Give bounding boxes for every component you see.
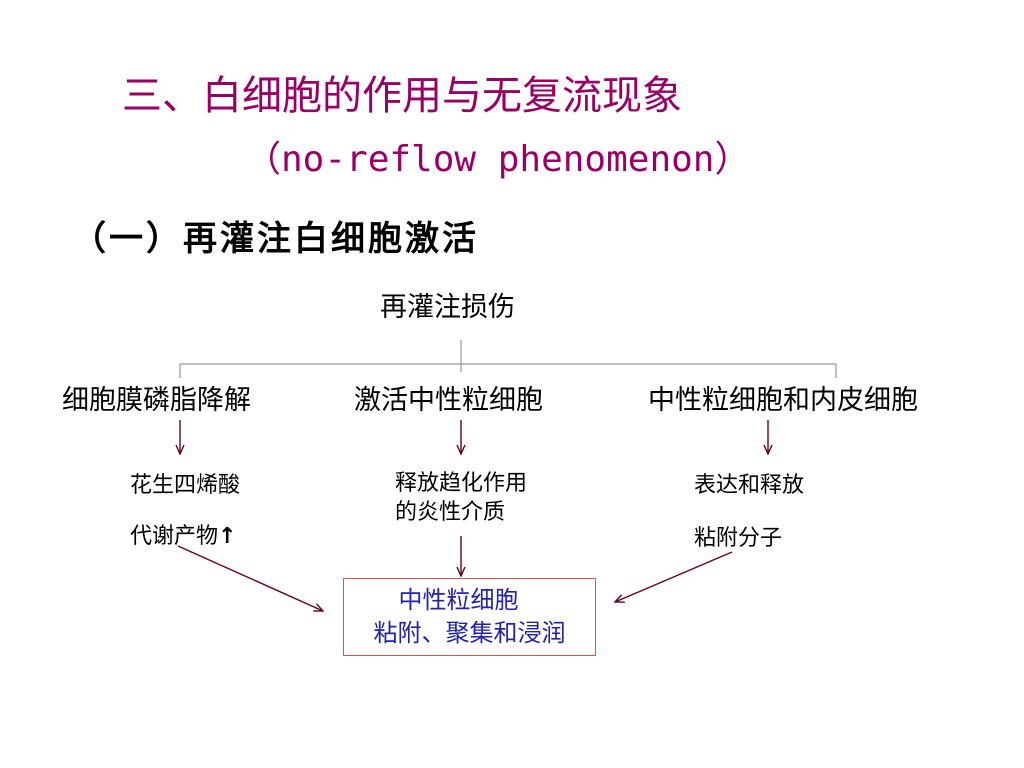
effect-line: 代谢产物↑: [130, 524, 237, 549]
effect-line: 表达和释放: [694, 473, 805, 498]
effect-adhesion-molecules: 表达和释放 粘附分子: [694, 459, 804, 565]
arrow-to-outcome-left: [177, 545, 323, 611]
arrow-to-outcome-right: [615, 551, 733, 602]
outcome-line-1: 中性粒细胞: [398, 586, 519, 614]
up-arrow-icon: ↑: [218, 524, 237, 549]
branch-node-phospholipid: 细胞膜磷脂降解: [62, 385, 251, 416]
effect-line: 粘附分子: [694, 526, 783, 551]
outcome-line-2: 粘附、聚集和浸润: [373, 619, 566, 647]
slide-subtitle: （no-reflow phenomenon）: [245, 139, 751, 180]
branch-node-neutrophil-activation: 激活中性粒细胞: [354, 385, 543, 416]
slide-title: 三、白细胞的作用与无复流现象: [122, 73, 682, 119]
effect-arachidonic-acid: 花生四烯酸 代谢产物↑: [130, 460, 240, 562]
effect-line: 花生四烯酸: [130, 473, 241, 498]
root-node: 再灌注损伤: [380, 292, 515, 323]
effect-chemotactic-mediators: 释放趋化作用 的炎性介质: [395, 469, 527, 527]
branch-node-neutrophil-endothelial: 中性粒细胞和内皮细胞: [648, 385, 918, 416]
effect-line: 释放趋化作用: [395, 471, 528, 496]
outcome-box: 中性粒细胞 粘附、聚集和浸润: [343, 578, 596, 656]
section-heading: （一）再灌注白细胞激活: [72, 219, 479, 259]
effect-line: 的炎性介质: [395, 500, 506, 525]
